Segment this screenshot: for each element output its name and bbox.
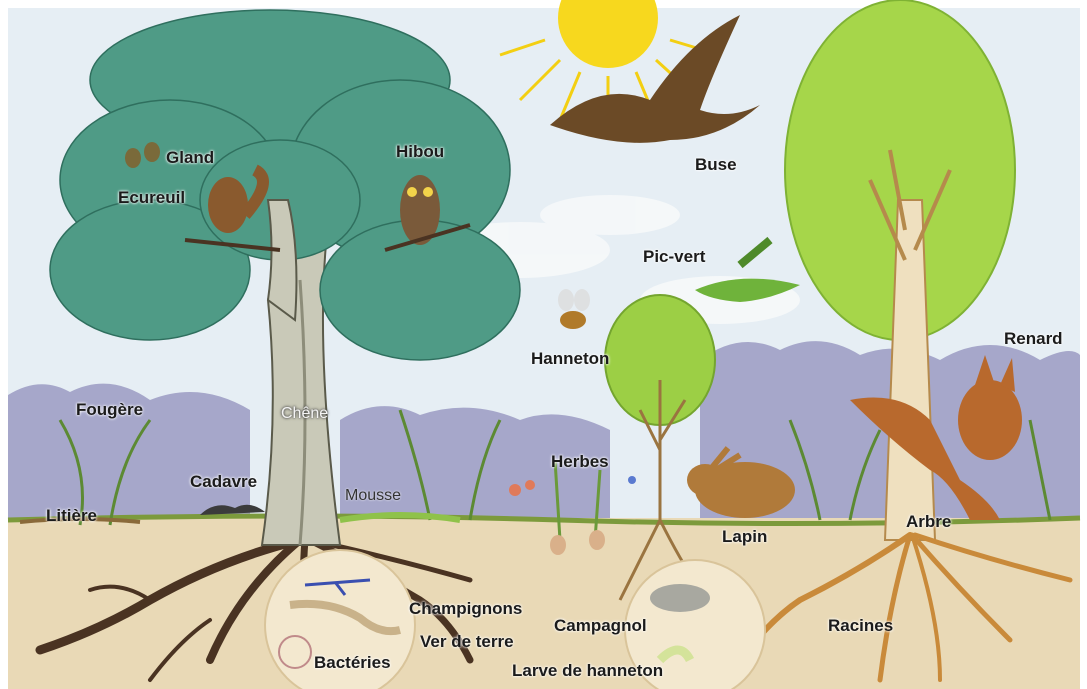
label-campagnol: Campagnol xyxy=(554,617,647,634)
oak-trunk-upper xyxy=(268,200,296,320)
label-gland: Gland xyxy=(166,149,214,166)
label-arbre: Arbre xyxy=(906,513,951,530)
label-ver-de-terre: Ver de terre xyxy=(420,633,514,650)
label-pic-vert: Pic-vert xyxy=(643,248,705,265)
label-bacteries: Bactéries xyxy=(314,654,391,671)
label-fougere: Fougère xyxy=(76,401,143,418)
label-chene: Chêne xyxy=(281,406,328,422)
label-hibou: Hibou xyxy=(396,143,444,160)
label-cadavre: Cadavre xyxy=(190,473,257,490)
label-herbes: Herbes xyxy=(551,453,609,470)
label-renard: Renard xyxy=(1004,330,1063,347)
label-larve-de-hanneton: Larve de hanneton xyxy=(512,662,663,679)
label-ecureuil: Ecureuil xyxy=(118,189,185,206)
label-buse: Buse xyxy=(695,156,737,173)
label-racines: Racines xyxy=(828,617,893,634)
label-hanneton: Hanneton xyxy=(531,350,609,367)
label-champignons: Champignons xyxy=(409,600,522,617)
label-litiere: Litière xyxy=(46,507,97,524)
label-lapin: Lapin xyxy=(722,528,767,545)
label-mousse: Mousse xyxy=(345,488,401,504)
